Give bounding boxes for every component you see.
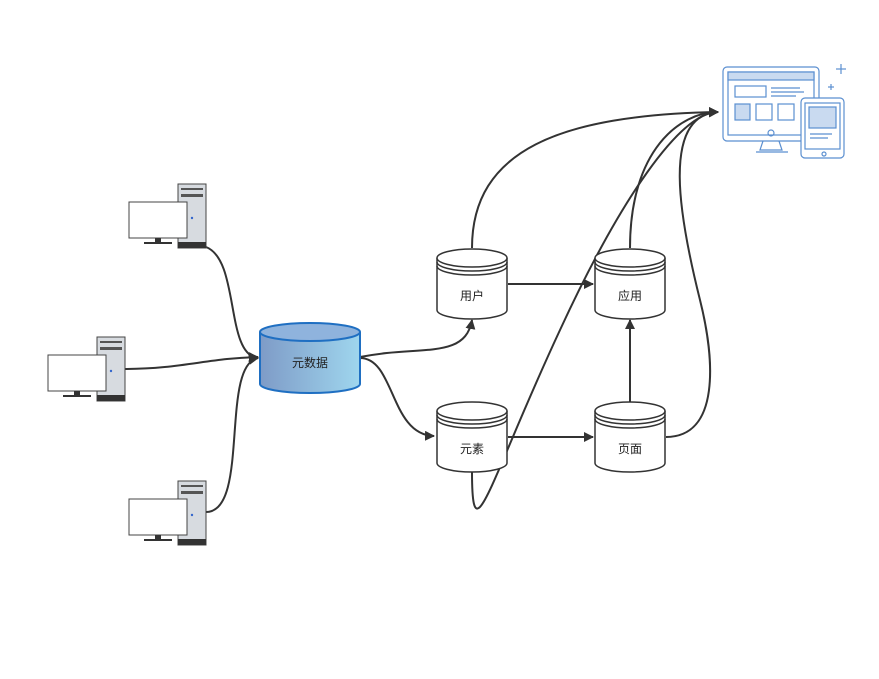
- edge-element-devices: [471, 107, 719, 510]
- app-storage: 应用: [594, 248, 666, 320]
- edge-pc3-metadata: [205, 354, 259, 513]
- metadata-database: 元数据: [259, 322, 361, 394]
- desktop-computer-icon: [128, 183, 207, 249]
- app-label: 应用: [618, 288, 642, 303]
- metadata-label: 元数据: [292, 355, 328, 370]
- monitor-tablet-icon: [722, 64, 846, 159]
- user-label: 用户: [460, 288, 484, 303]
- edge-page-devices: [665, 107, 719, 438]
- edge-metadata-element: [359, 357, 435, 441]
- page-storage: 页面: [594, 401, 666, 473]
- page-label: 页面: [618, 442, 642, 456]
- desktop-computer-icon: [47, 336, 126, 402]
- element-storage: 元素: [436, 401, 508, 473]
- edge-user-devices: [471, 107, 719, 249]
- edges: [124, 107, 719, 513]
- edge-metadata-user: [359, 319, 476, 358]
- element-label: 元素: [460, 442, 484, 456]
- desktop-computer-icon: [128, 480, 207, 546]
- user-storage: 用户: [436, 248, 508, 320]
- edge-pc1-metadata: [205, 246, 259, 363]
- edge-app-devices: [629, 107, 719, 249]
- edge-pc2-metadata: [124, 352, 259, 370]
